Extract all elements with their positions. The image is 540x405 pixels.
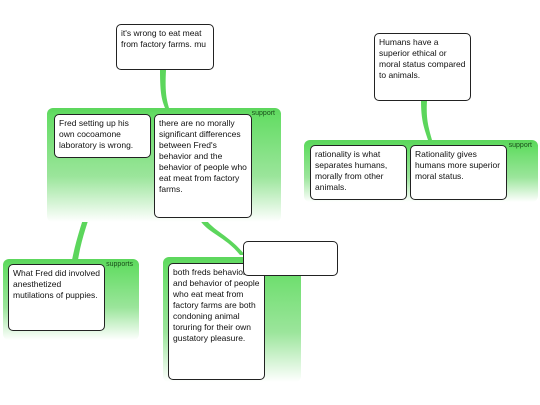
claim-fred-did[interactable]: What Fred did involved anesthetized muti… (8, 264, 105, 331)
connector-no-differences (199, 218, 245, 255)
claim-rationality-gives[interactable]: Rationality gives humans more superior m… (410, 145, 507, 200)
support-group-label: support (251, 110, 275, 117)
support-group-label: support (508, 142, 532, 149)
claim-fred-lab[interactable]: Fred setting up his own cocoamone labora… (54, 114, 151, 158)
supports-group-label: supports (106, 261, 133, 268)
claim-empty-new[interactable] (243, 241, 338, 276)
connector-root-left (160, 70, 169, 108)
connector-root-right (421, 101, 432, 140)
claim-root-right[interactable]: Humans have a superior ethical or moral … (374, 33, 471, 101)
claim-rationality-separates[interactable]: rationality is what separates humans, mo… (310, 145, 407, 200)
claim-both-condoning[interactable]: both freds behavior and behavior of peop… (168, 263, 265, 380)
claim-root-left[interactable]: it's wrong to eat meat from factory farm… (116, 24, 214, 70)
claim-no-differences[interactable]: there are no morally significant differe… (154, 114, 252, 218)
